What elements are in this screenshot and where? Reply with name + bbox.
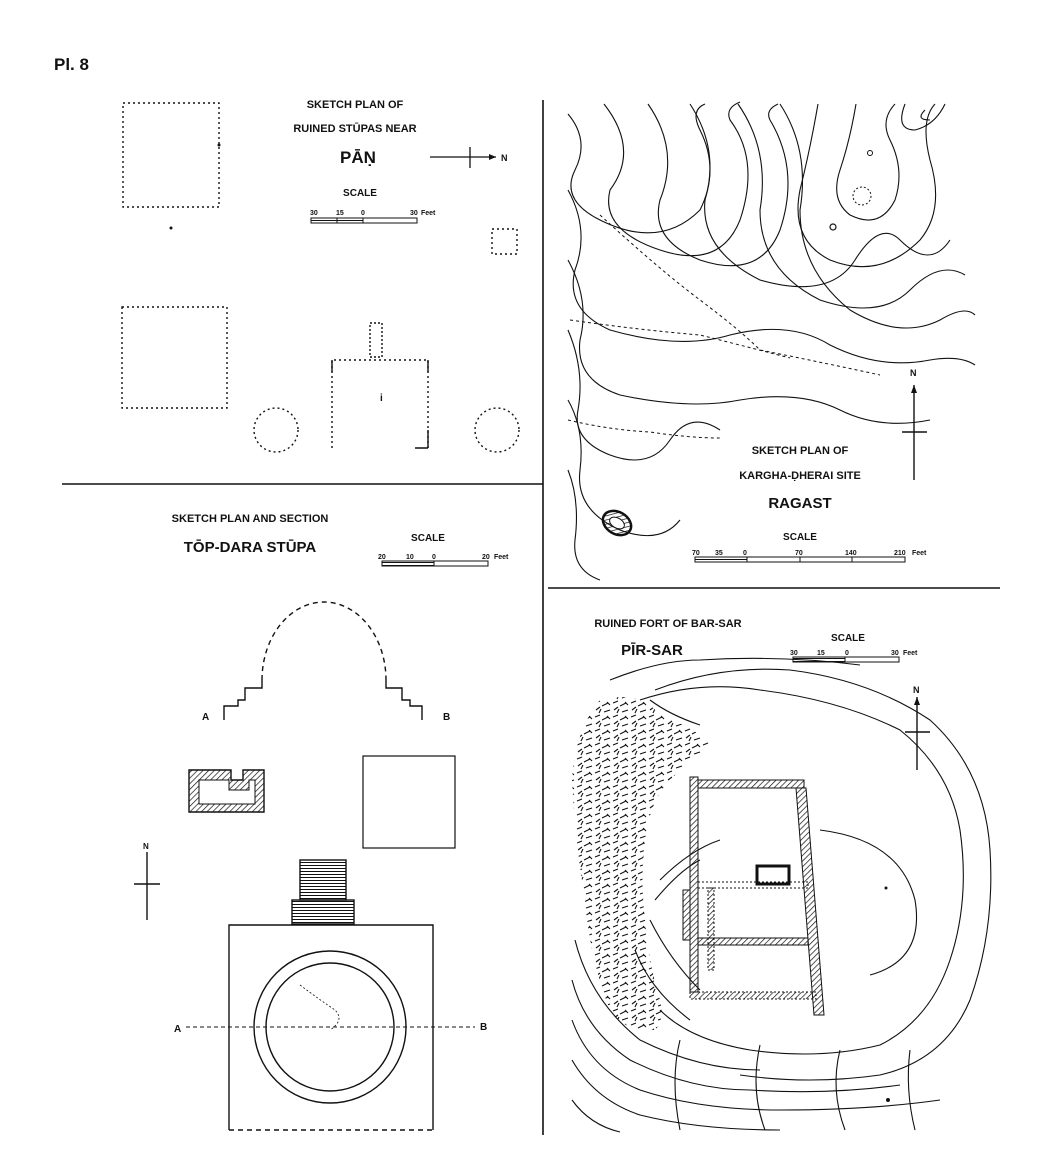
pan-title-line2: RUINED STŪPAS NEAR	[293, 123, 416, 135]
pirsar-scale-tick-0: 30	[790, 650, 798, 657]
topdara-north-label: N	[143, 842, 149, 851]
ragast-contours	[567, 101, 976, 581]
ragast-scale-bar: 70 35 0 70 140 210 Feet	[692, 550, 927, 563]
ragast-north-label: N	[910, 368, 917, 378]
pan-scale-tick-0: 30	[310, 210, 318, 217]
pirsar-title-line2: PĪR-SAR	[621, 642, 683, 659]
ragast-path	[567, 214, 881, 439]
topdara-plan-left: A	[174, 1024, 181, 1035]
topdara-scale-tick-1: 10	[406, 554, 414, 561]
pirsar-scale-unit: Feet	[903, 650, 918, 657]
ragast-scale-tick-0: 70	[692, 550, 700, 557]
pirsar-title-line1: RUINED FORT OF BAR-SAR	[594, 618, 741, 630]
pan-panel: SKETCH PLAN OF RUINED STŪPAS NEAR PĀṆ N …	[121, 99, 520, 453]
ragast-north-arrow: N	[902, 368, 927, 480]
pan-scale-label: SCALE	[343, 188, 377, 199]
pirsar-contours	[571, 657, 992, 1133]
plate-label: Pl. 8	[54, 55, 89, 74]
topdara-scale-unit: Feet	[494, 554, 509, 561]
topdara-plan	[186, 924, 475, 1131]
topdara-plinth-square	[362, 755, 456, 849]
topdara-section-right: B	[443, 712, 450, 723]
topdara-scale-tick-2: 0	[432, 554, 436, 561]
topdara-title-line2: TŌP-DARA STŪPA	[184, 539, 317, 556]
topdara-panel: SKETCH PLAN AND SECTION TŌP-DARA STŪPA S…	[134, 513, 509, 1131]
ragast-title-line2: KARGHA-ḌHERAI SITE	[739, 470, 861, 482]
pirsar-fort	[682, 776, 825, 1016]
ragast-scale-tick-3: 70	[795, 550, 803, 557]
topdara-chamber	[188, 769, 265, 813]
panel-dividers	[62, 100, 1000, 1135]
topdara-scale-tick-3: 20	[482, 554, 490, 561]
pirsar-panel: RUINED FORT OF BAR-SAR PĪR-SAR SCALE 30 …	[571, 618, 992, 1133]
ragast-scale-unit: Feet	[912, 550, 927, 557]
pan-mound-label: i	[380, 393, 383, 404]
topdara-north-arrow: N	[134, 842, 160, 920]
ragast-title-line1: SKETCH PLAN OF	[752, 445, 849, 457]
pan-scale-unit: Feet	[421, 210, 436, 217]
topdara-plan-right: B	[480, 1022, 487, 1033]
pan-north-label: N	[501, 153, 508, 163]
pirsar-north-label: N	[913, 685, 920, 695]
pan-north-arrow: N	[430, 147, 508, 168]
pirsar-scale-label: SCALE	[831, 633, 865, 644]
pan-scale-tick-1: 15	[336, 210, 344, 217]
ragast-scale-tick-1: 35	[715, 550, 723, 557]
ragast-panel: N SKETCH PLAN OF KARGHA-ḌHERAI SITE RAGA…	[567, 101, 976, 581]
pan-scale-tick-2: 0	[361, 210, 365, 217]
pirsar-scale-tick-3: 30	[891, 650, 899, 657]
ragast-scale-tick-2: 0	[743, 550, 747, 557]
ragast-scale-label: SCALE	[783, 532, 817, 543]
pan-scale-bar: 30 15 0 30 Feet	[310, 210, 436, 224]
ragast-scale-tick-4: 140	[845, 550, 857, 557]
pan-main-mound	[331, 322, 429, 449]
topdara-scale-label: SCALE	[411, 533, 445, 544]
pirsar-scale-tick-1: 15	[817, 650, 825, 657]
topdara-section-left: A	[202, 712, 209, 723]
pirsar-north-arrow: N	[905, 685, 930, 770]
topdara-scale-bar: 20 10 0 20 Feet	[378, 554, 509, 567]
pan-stupa-outlines	[121, 102, 520, 453]
topdara-title-line1: SKETCH PLAN AND SECTION	[172, 513, 329, 525]
pan-title-line1: SKETCH PLAN OF	[307, 99, 404, 111]
ragast-scale-tick-5: 210	[894, 550, 906, 557]
topdara-stairs	[291, 859, 355, 925]
pan-scale-tick-3: 30	[410, 210, 418, 217]
topdara-scale-tick-0: 20	[378, 554, 386, 561]
ragast-title-line3: RAGAST	[768, 495, 831, 512]
pirsar-scale-tick-2: 0	[845, 650, 849, 657]
topdara-section	[223, 601, 423, 720]
pan-title-line3: PĀṆ	[340, 148, 376, 167]
pirsar-cliff-hatching	[572, 697, 710, 1030]
